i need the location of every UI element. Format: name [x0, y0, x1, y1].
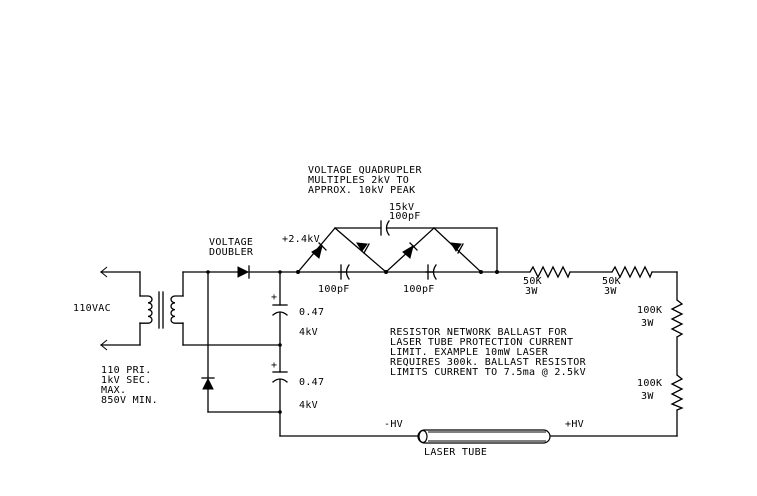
- svg-text:LIMITS CURRENT TO 7.5ma @ 2.5k: LIMITS CURRENT TO 7.5ma @ 2.5kV: [390, 367, 586, 378]
- doubler-diode-series: [237, 265, 250, 279]
- quadrupler-top-rail: [334, 227, 498, 273]
- doubler-wiring: [182, 271, 498, 437]
- top-cap-rating: 15kV: [389, 202, 414, 213]
- resistor-r2-value: 50K: [602, 276, 621, 287]
- svg-text:VOLTAGE: VOLTAGE: [209, 237, 253, 248]
- input-ac-leads: [100, 266, 141, 351]
- doubler-cap-bottom: +: [271, 360, 288, 383]
- resistor-r4-value: 100K: [637, 378, 662, 389]
- cap2-value: 100pF: [403, 284, 435, 295]
- svg-text:MULTIPLES 2kV TO: MULTIPLES 2kV TO: [308, 175, 409, 186]
- doubler-cap-top-value: 0.47: [299, 307, 324, 318]
- resistor-r3-power: 3W: [641, 318, 654, 329]
- resistor-r4: [670, 374, 684, 411]
- input-voltage-label: 110VAC: [73, 303, 111, 314]
- node-voltage-label: +2.4kV: [282, 234, 320, 245]
- resistor-r2: [611, 265, 653, 279]
- series-capacitor-2: [425, 264, 437, 280]
- quadrupler-diode-ladder: [297, 227, 482, 273]
- ballast-note: RESISTOR NETWORK BALLAST FOR LASER TUBE …: [390, 327, 587, 378]
- resistor-r1-power: 3W: [525, 286, 538, 297]
- laser-tube: [417, 429, 551, 444]
- svg-text:VOLTAGE QUADRUPLER: VOLTAGE QUADRUPLER: [308, 165, 422, 176]
- doubler-note: VOLTAGE DOUBLER: [209, 237, 254, 258]
- resistor-r3: [670, 299, 684, 338]
- doubler-cap-bottom-value: 0.47: [299, 377, 324, 388]
- tube-plus-label: +HV: [565, 419, 584, 430]
- quadrupler-note: VOLTAGE QUADRUPLER MULTIPLES 2kV TO APPR…: [308, 165, 422, 196]
- doubler-cap-top: +: [271, 292, 288, 316]
- svg-text:RESISTOR NETWORK BALLAST FOR: RESISTOR NETWORK BALLAST FOR: [390, 327, 568, 338]
- doubler-cap-top-polarity: +: [271, 292, 277, 303]
- resistor-r2-power: 3W: [604, 286, 617, 297]
- cap1-value: 100pF: [318, 284, 350, 295]
- doubler-cap-bottom-rating: 4kV: [299, 400, 318, 411]
- tube-label: LASER TUBE: [424, 447, 487, 458]
- doubler-junction-dots: [206, 270, 282, 414]
- svg-text:850V MIN.: 850V MIN.: [101, 395, 158, 406]
- r4-gap: [670, 375, 684, 410]
- svg-text:DOUBLER: DOUBLER: [209, 247, 254, 258]
- top-capacitor: [380, 220, 390, 236]
- svg-text:1kV SEC.: 1kV SEC.: [101, 375, 152, 386]
- svg-text:110 PRI.: 110 PRI.: [101, 365, 152, 376]
- svg-text:LIMIT. EXAMPLE 10mW LASER: LIMIT. EXAMPLE 10mW LASER: [390, 347, 549, 358]
- resistor-r3-value: 100K: [637, 305, 662, 316]
- series-capacitor-1: [338, 264, 350, 280]
- svg-text:REQUIRES 300k. BALLAST RESIST: REQUIRES 300k. BALLAST RESISTOR: [390, 357, 587, 368]
- svg-text:APPROX. 10kV PEAK: APPROX. 10kV PEAK: [308, 185, 415, 196]
- svg-text:LASER TUBE PROTECTION CURRENT: LASER TUBE PROTECTION CURRENT: [390, 337, 573, 348]
- doubler-cap-top-rating: 4kV: [299, 327, 318, 338]
- top-cap-value: 100pF: [389, 211, 421, 222]
- transformer-note: 110 PRI. 1kV SEC. MAX. 850V MIN.: [101, 365, 158, 406]
- doubler-cap-bottom-polarity: +: [271, 360, 277, 371]
- tube-minus-label: -HV: [384, 419, 403, 430]
- doubler-diode-shunt: [201, 377, 215, 390]
- transformer: [139, 271, 184, 346]
- resistor-r1-value: 50K: [523, 276, 542, 287]
- svg-text:MAX.: MAX.: [101, 385, 126, 396]
- resistor-r4-power: 3W: [641, 391, 654, 402]
- resistor-r1: [529, 265, 571, 279]
